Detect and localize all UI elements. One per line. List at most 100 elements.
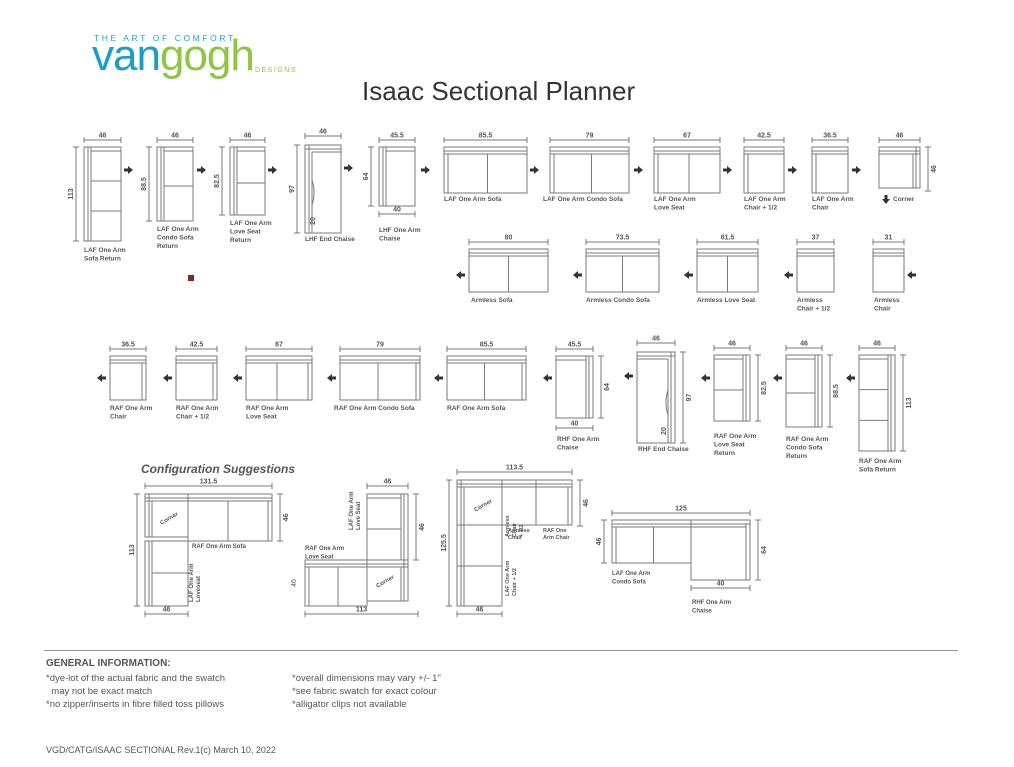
piece-label: RAF One [543, 528, 567, 534]
dimension-label: 45.5 [390, 133, 404, 140]
piece-label: Love Seat [356, 502, 362, 530]
piece-outline [872, 248, 905, 293]
dimension-label: 46 [283, 514, 290, 522]
piece-label: Condo Sofa [157, 235, 194, 242]
fabric-swatch-marker [188, 275, 194, 281]
direction-arrow [634, 166, 643, 174]
page-title: Isaac Sectional Planner [362, 76, 636, 106]
piece-label: Condo Sofa [786, 445, 823, 452]
piece-label: Chair [812, 205, 829, 212]
direction-arrow [684, 271, 693, 279]
piece-label: RHF End Chaise [638, 446, 689, 453]
general-note: *dye-lot of the actual fabric and the sw… [46, 673, 226, 684]
logo-word-gogh: gogh [159, 31, 255, 80]
dimension-label: 113 [68, 188, 75, 199]
dimension-label: 113.5 [506, 465, 523, 472]
dimension-label: 36.5 [121, 342, 135, 349]
piece-outline [156, 146, 194, 222]
piece-label: LAF One Arm [84, 247, 126, 254]
dimension-label: 125.5 [441, 534, 448, 552]
direction-arrow [788, 166, 797, 174]
dimension-label: 73.5 [616, 235, 630, 242]
direction-arrow [852, 166, 861, 174]
dimension-label: 80 [505, 235, 513, 242]
piece-label: Armless Love Seat [697, 297, 756, 304]
piece-outline [83, 146, 122, 242]
piece-label: RAF One Arm Sofa [192, 544, 246, 550]
direction-arrow [773, 374, 782, 382]
dimension-label: 42.5 [190, 342, 204, 349]
piece-label: + 1/2 [519, 525, 525, 537]
logo-wordmark: vangogh [92, 31, 255, 80]
direction-arrow [882, 195, 890, 204]
direction-arrow [784, 271, 793, 279]
dimension-label: 113 [356, 607, 367, 614]
piece-label: Condo Sofa [612, 580, 646, 586]
direction-arrow [421, 166, 430, 174]
dimension-label: 64 [604, 383, 611, 391]
dimension-label: 46 [896, 133, 904, 140]
piece-outline [187, 493, 273, 542]
dimension-label: 46 [728, 341, 736, 348]
piece-label: RHF One Arm [557, 436, 600, 443]
direction-arrow [543, 374, 552, 382]
piece-label: LAF One Arm Condo Sofa [543, 196, 623, 203]
chaise-curve [665, 389, 669, 416]
piece-outline [743, 146, 785, 194]
piece-label: Chair [110, 414, 127, 421]
dimension-label: 85.5 [480, 342, 494, 349]
piece-label: RAF One Arm [714, 433, 757, 440]
piece-outline [366, 559, 409, 602]
piece-label: Love Seat [230, 229, 262, 236]
piece-label: Armless [508, 528, 530, 534]
logo-designs: DESIGNS [255, 67, 298, 74]
general-info-heading: GENERAL INFORMATION: [46, 658, 171, 669]
piece-outline [109, 355, 147, 401]
direction-arrow [846, 374, 855, 382]
dimension-label: 42.5 [757, 133, 771, 140]
piece-label: RHF One Arm [692, 600, 731, 606]
direction-arrow [907, 271, 916, 279]
piece-label: Corner [473, 498, 494, 513]
direction-arrow [344, 164, 353, 172]
dimension-label: 45.5 [568, 342, 582, 349]
piece-label: Armless [505, 515, 511, 537]
dimension-label: 97 [686, 394, 693, 402]
dimension-label: 40 [571, 421, 579, 428]
piece-outline [811, 146, 849, 194]
piece-label: LAF One Arm [230, 220, 272, 227]
piece-label: Chair [512, 522, 518, 537]
piece-label: Love Seat [246, 414, 278, 421]
dimension-label: 20 [661, 427, 668, 435]
dimension-label: 46 [163, 607, 171, 614]
dimension-label: 46 [596, 538, 603, 546]
piece-label: Armless Condo Sofa [586, 297, 650, 304]
piece-label: Chaise [557, 445, 579, 452]
configuration-heading: Configuration Suggestions [141, 462, 295, 476]
piece-outline [456, 565, 503, 607]
piece-outline [549, 146, 630, 194]
dimension-label: 64 [363, 173, 370, 181]
piece-label: Corner [375, 574, 396, 589]
piece-label: LAF One Arm [349, 492, 355, 530]
direction-arrow [434, 374, 443, 382]
piece-label: Arm Chair [543, 535, 570, 541]
direction-arrow [268, 166, 277, 174]
piece-outline [713, 354, 751, 422]
piece-label: Armless Sofa [471, 297, 513, 304]
piece-outline [144, 493, 189, 538]
general-note: *alligator clips not available [292, 699, 407, 710]
piece-label: LHF End Chaise [305, 236, 355, 243]
piece-label: Armless [797, 297, 823, 304]
piece-outline [858, 354, 896, 452]
dimension-label: 125 [675, 506, 687, 513]
piece-label: RAF One Arm [246, 405, 289, 412]
dimension-label: 61.5 [721, 235, 735, 242]
document-footer: VGD/CATG/ISAAC SECTIONAL Rev.1(c) March … [46, 745, 276, 755]
piece-label: Return [786, 453, 807, 460]
piece-label: Love Seat [305, 555, 333, 561]
piece-outline [785, 354, 823, 428]
piece-label: Chair + 1/2 [176, 414, 209, 421]
piece-outline [535, 479, 573, 526]
piece-outline [175, 355, 218, 401]
